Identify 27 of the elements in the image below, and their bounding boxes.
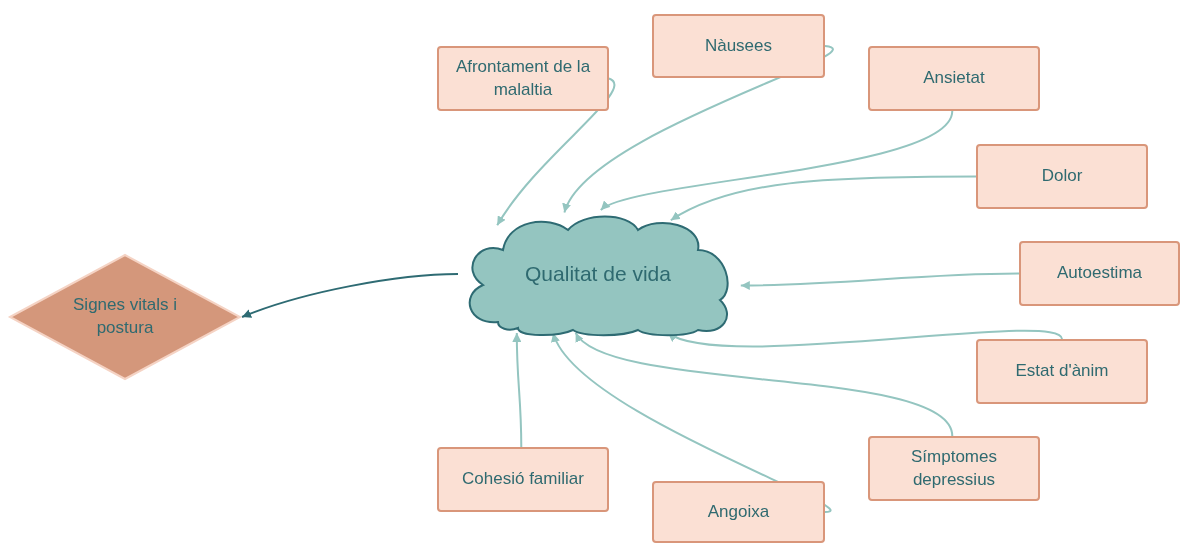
arrow [574,331,954,437]
node-label: Estat d'ànim [1015,360,1109,383]
process-box [652,481,825,543]
node-label: Símptomes depressius [910,445,998,491]
process-box [976,144,1148,209]
arrow [667,329,1063,348]
node-label: Qualitat de vida [525,260,671,287]
arrow [512,331,523,448]
process-box [976,339,1148,404]
process-box [868,436,1040,501]
process-box [652,14,825,78]
process-box [868,46,1040,111]
arrow [599,110,954,211]
node-label: Cohesió familiar [462,468,584,491]
node-label: Ansietat [923,67,985,90]
node-label: Dolor [1041,165,1083,188]
arrow [739,272,1020,290]
node-label: Angoixa [707,500,770,523]
process-box [437,447,609,512]
arrow [669,175,977,222]
node-label: Autoestima [1056,262,1142,285]
process-box [437,46,609,111]
node-label: Nàusees [704,34,773,57]
process-box [1019,241,1180,306]
arrow [241,273,459,318]
node-label: Signes vitals i postura [72,294,178,339]
node-label: Afrontament de la malaltia [454,55,592,101]
